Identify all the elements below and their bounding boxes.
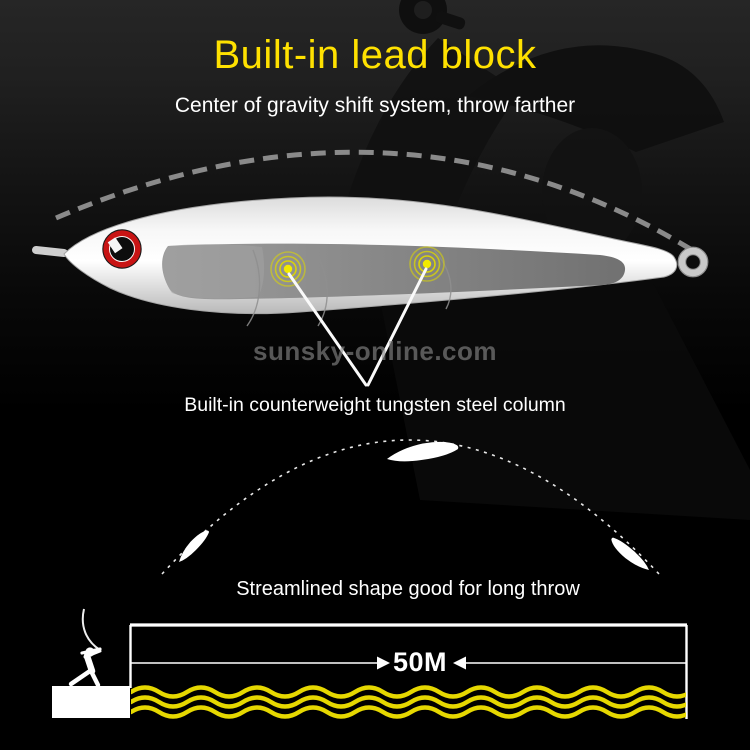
tail-ring-icon	[677, 246, 709, 278]
counterweight-chamber	[162, 243, 626, 300]
flying-lure-icon	[179, 530, 210, 562]
cast-arc-dashed-icon	[55, 149, 694, 253]
page-subtitle: Center of gravity shift system, throw fa…	[174, 94, 576, 117]
page-title: Built-in lead block	[213, 33, 537, 77]
distance-diagram	[52, 608, 688, 719]
background-fisherman-photo-icon	[330, 0, 750, 521]
lure-illustration	[32, 196, 709, 327]
chamber-left-cap	[163, 244, 265, 299]
pointer-lines	[287, 267, 428, 387]
platform-block	[52, 686, 130, 718]
trajectory-caption: Streamlined shape good for long throw	[236, 578, 580, 600]
flying-lure-icon	[611, 537, 649, 570]
watermark: sunsky-online.com	[253, 336, 497, 366]
lure-eye-icon	[102, 229, 142, 269]
counterweight-caption: Built-in counterweight tungsten steel co…	[184, 394, 566, 416]
water-waves-icon	[131, 685, 686, 719]
fishing-rod-icon	[81, 608, 101, 651]
distance-label: 50M	[392, 647, 448, 677]
arrowhead-right-icon	[377, 656, 390, 670]
flying-lure-icon	[387, 441, 459, 462]
counterweight-marker-icon	[409, 246, 445, 282]
trajectory-arc-dotted-icon	[161, 439, 660, 575]
measurement-lines	[129, 623, 688, 719]
counterweight-marker-icon	[270, 251, 306, 287]
arrowhead-left-icon	[453, 656, 466, 670]
fisherman-silhouette-icon	[68, 647, 102, 688]
nose-wire-icon	[32, 246, 68, 257]
